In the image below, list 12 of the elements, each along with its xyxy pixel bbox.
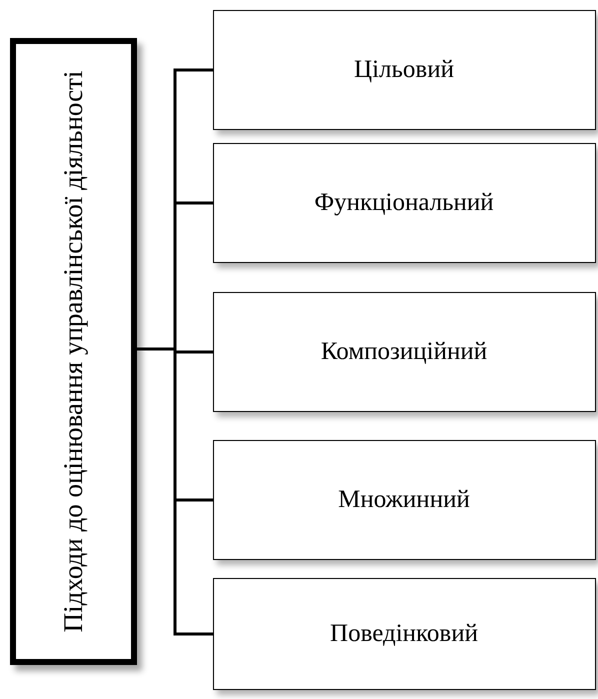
approach-box <box>213 10 596 130</box>
approach-box <box>213 143 596 263</box>
category-title: Підходи до оцінювання управлінської діяльності <box>56 70 89 634</box>
approach-name: Функціональний <box>313 188 495 218</box>
approach-name: Композиційний <box>320 336 488 366</box>
approach-name: Поведінковий <box>329 618 479 648</box>
approach-box <box>213 578 596 690</box>
approach-box <box>213 292 596 412</box>
approach-name: Множинний <box>337 484 471 514</box>
approach-box <box>213 440 596 560</box>
approach-name: Цільовий <box>353 54 455 84</box>
category-box <box>10 38 137 665</box>
